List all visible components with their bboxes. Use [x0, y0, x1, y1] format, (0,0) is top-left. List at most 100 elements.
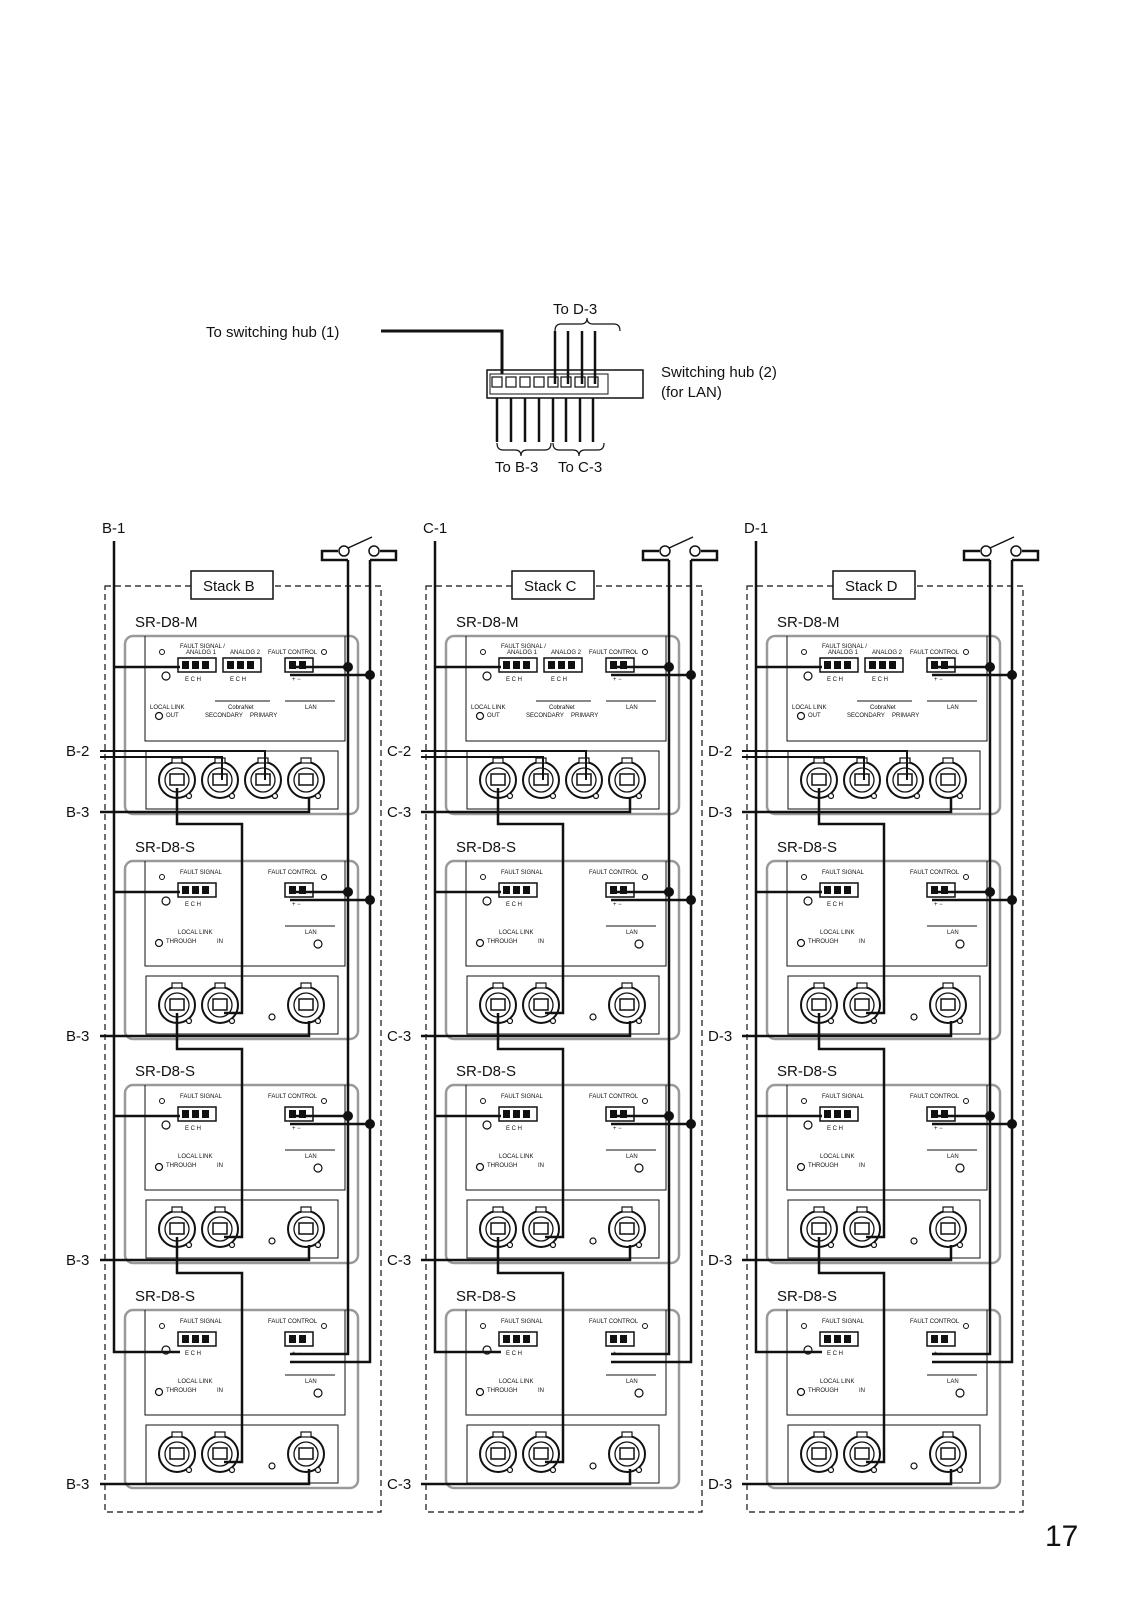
stack-top-label: C-1 — [423, 520, 447, 537]
local-link-label: LOCAL LINK — [178, 1379, 212, 1385]
local-link-cable — [817, 1013, 886, 1239]
local-link-through-port-screw — [185, 1466, 193, 1474]
stack-top-label: D-1 — [744, 520, 768, 537]
lan-port-jack — [619, 773, 635, 786]
fault-control-terminal-pin — [299, 1335, 306, 1343]
lan-cable — [421, 1245, 632, 1262]
lan-port-latch — [942, 1431, 954, 1438]
fault-signal-label: FAULT SIGNAL — [501, 870, 543, 876]
lan-port-ring — [293, 992, 319, 1018]
upper-panel — [144, 1085, 346, 1191]
upper-panel — [465, 636, 667, 742]
pm-label: + − — [934, 677, 943, 683]
hub-port — [533, 376, 545, 388]
fault-control-terminal-pin — [289, 1110, 296, 1118]
ech-label: E C H — [872, 677, 888, 683]
lan-port-jack — [298, 998, 314, 1011]
local-link-through-port-ring — [485, 1441, 511, 1467]
screw-hole — [910, 1462, 918, 1470]
fault-control-plus — [932, 560, 992, 1356]
local-link-label: LOCAL LINK — [178, 1154, 212, 1160]
lan-port-latch — [300, 757, 312, 764]
lan-label: C-3 — [387, 1476, 411, 1493]
ground-terminal — [482, 1345, 492, 1355]
ground-terminal — [161, 671, 171, 681]
fault-control-terminal-pin — [289, 661, 296, 669]
local-link-through-port-latch — [813, 1206, 825, 1213]
screw-hole — [963, 874, 969, 880]
analog1-terminal-pin — [523, 661, 530, 669]
switching-hub-2: To switching hub (1) To D-3 Switching hu… — [206, 301, 777, 476]
to-c3-brace — [552, 442, 605, 457]
lan-label: LAN — [947, 1154, 959, 1160]
local-link-through-port-screw — [827, 1466, 835, 1474]
lan-cable — [742, 797, 953, 814]
junction-dot — [985, 1111, 995, 1121]
fault-signal-terminal-pin — [834, 1335, 841, 1343]
lan-port-screw — [956, 792, 964, 800]
through-label: THROUGH — [808, 1388, 838, 1394]
local-link-in-port-ring — [849, 992, 875, 1018]
screw-hole — [268, 1462, 276, 1470]
through-label: THROUGH — [166, 1163, 196, 1169]
lan-indicator — [955, 1163, 965, 1173]
ech-label: E C H — [506, 677, 522, 683]
junction-dot — [343, 1111, 353, 1121]
unit-name: SR-D8-S — [135, 1288, 195, 1305]
lan-port-ring — [935, 1441, 961, 1467]
through-indicator — [154, 938, 164, 948]
switch-contact — [689, 545, 701, 557]
junction-dot — [1007, 895, 1017, 905]
lan-cable — [100, 1021, 311, 1038]
stack-enclosure — [746, 585, 1024, 1513]
local-link-cable — [496, 788, 565, 1015]
local-link-through-port-latch — [492, 982, 504, 989]
lan-port-latch — [942, 757, 954, 764]
fault-control-plus — [611, 560, 671, 1356]
fault-control-terminal-pin — [941, 1335, 948, 1343]
lan-port-jack — [619, 1447, 635, 1460]
to-c3-label: To C-3 — [558, 459, 602, 476]
fault-control-minus — [611, 560, 693, 1364]
lan-label: LAN — [626, 1379, 638, 1385]
fault-signal-terminal-pin — [202, 1335, 209, 1343]
fault-control-label: FAULT CONTROL — [589, 1094, 639, 1100]
lan-indicator — [634, 1388, 644, 1398]
analog2-label: ANALOG 2 — [230, 650, 261, 656]
lan-port-jack — [298, 773, 314, 786]
lan-port-screw — [314, 1466, 322, 1474]
screw-hole — [642, 1323, 648, 1329]
to-d3-label: To D-3 — [553, 301, 597, 318]
cobranet-label: D-2 — [708, 743, 732, 760]
lan-port-latch — [300, 982, 312, 989]
fault-control-terminal-pin — [620, 661, 627, 669]
local-link-through-port-screw — [185, 1241, 193, 1249]
lan-port-screw — [956, 1241, 964, 1249]
lan-indicator — [634, 939, 644, 949]
junction-dot — [664, 1111, 674, 1121]
lan-port-screw — [314, 1241, 322, 1249]
local-link-in-port-latch — [856, 982, 868, 989]
cobranet-secondary-cable — [100, 756, 223, 780]
to-b3-brace — [496, 442, 552, 457]
ground-terminal — [482, 896, 492, 906]
hub-ports — [491, 331, 599, 442]
cobranet-secondary-port-screw — [549, 792, 557, 800]
local-link-cable — [817, 1237, 886, 1464]
local-link-label: LOCAL LINK — [178, 930, 212, 936]
local-link-in-port-latch — [535, 1206, 547, 1213]
switch-right-lead — [370, 549, 398, 562]
local-link-through-port-latch — [813, 1431, 825, 1438]
local-link-through-port-jack — [169, 1222, 185, 1235]
lan-label: LAN — [305, 705, 317, 711]
cobranet-secondary-port-latch — [214, 757, 226, 764]
analog1-terminal-pin — [192, 661, 199, 669]
screw-hole — [963, 1098, 969, 1104]
through-indicator — [154, 1162, 164, 1172]
lan-port-screw — [635, 1241, 643, 1249]
screw-hole — [801, 1323, 807, 1329]
hub-port — [560, 376, 572, 388]
local-link-out-port-latch — [813, 757, 825, 764]
